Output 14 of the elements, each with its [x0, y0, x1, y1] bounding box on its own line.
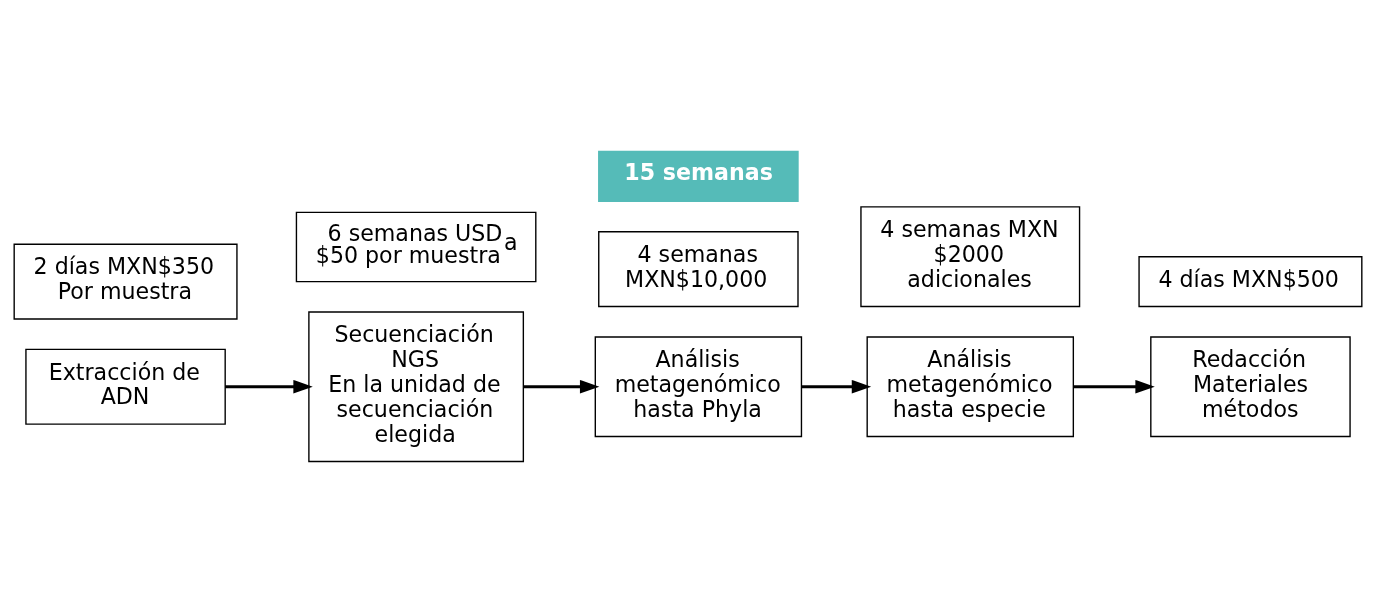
- arrow: [225, 379, 313, 394]
- node-box: Redacción Materiales métodos: [1150, 335, 1351, 437]
- node-box: Análisis metagenómico hasta especie: [866, 335, 1075, 437]
- arrow: [523, 379, 600, 394]
- arrow: [801, 379, 872, 394]
- arrow: [1073, 379, 1155, 394]
- node-box: Extracción de ADN: [25, 348, 226, 425]
- node-box: 4 semanas MXN$10,000: [598, 230, 799, 307]
- node-box: 4 días MXN$500: [1138, 255, 1363, 307]
- node-box: 15 semanas: [598, 150, 799, 202]
- node-box: Análisis metagenómico hasta Phyla: [594, 335, 803, 437]
- node-box: 4 semanas MXN $2000 adicionales: [860, 205, 1081, 307]
- node-box: 2 días MXN$350 Por muestra: [13, 243, 238, 320]
- node-box: Secuenciación NGS En la unidad de secuenciación elegida: [308, 310, 525, 462]
